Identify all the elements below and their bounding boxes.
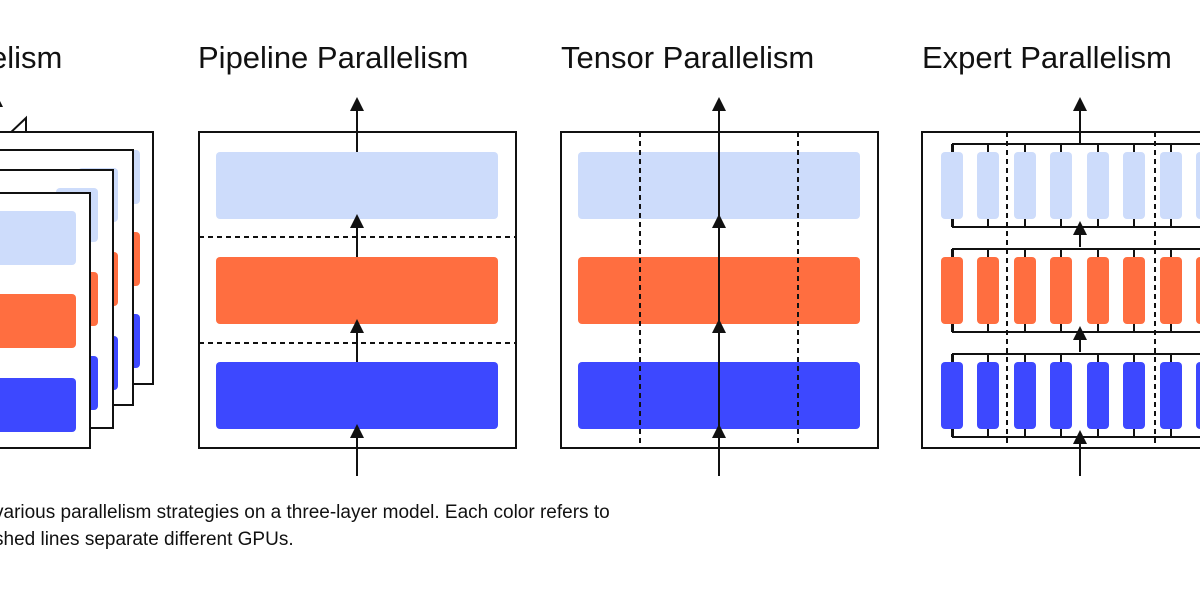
- tensor-parallelism-panel: [560, 97, 879, 476]
- expert-bottom-2: [977, 362, 999, 429]
- pipeline-layer-top: [216, 152, 498, 219]
- expert-top-3: [1014, 152, 1036, 219]
- expert-top-1: [941, 152, 963, 219]
- expert-bottom-3: [1014, 362, 1036, 429]
- data-parallelism-panel: [0, 93, 154, 449]
- data-layer-top: [0, 211, 76, 265]
- pipeline-layer-bottom: [216, 362, 498, 429]
- title-data-parallelism: elism: [0, 40, 62, 75]
- pipeline-parallelism-panel: [198, 97, 517, 476]
- expert-bottom-7: [1160, 362, 1182, 429]
- expert-top-4: [1050, 152, 1072, 219]
- expert-parallelism-panel: [921, 97, 1200, 476]
- pipeline-layer-middle: [216, 257, 498, 324]
- expert-middle-2: [977, 257, 999, 324]
- expert-top-8: [1196, 152, 1200, 219]
- expert-middle-5: [1087, 257, 1109, 324]
- expert-bottom-4: [1050, 362, 1072, 429]
- expert-middle-6: [1123, 257, 1145, 324]
- expert-bottom-8: [1196, 362, 1200, 429]
- title-pipeline-parallelism: Pipeline Parallelism: [198, 40, 469, 75]
- expert-middle-4: [1050, 257, 1072, 324]
- expert-middle-1: [941, 257, 963, 324]
- expert-bottom-1: [941, 362, 963, 429]
- caption-line-2: shed lines separate different GPUs.: [0, 529, 294, 550]
- expert-top-6: [1123, 152, 1145, 219]
- data-card-front: [0, 192, 91, 449]
- expert-middle-3: [1014, 257, 1036, 324]
- title-expert-parallelism: Expert Parallelism: [922, 40, 1172, 75]
- expert-middle-7: [1160, 257, 1182, 324]
- figure-caption: various parallelism strategies on a thre…: [0, 499, 754, 553]
- caption-line-1: various parallelism strategies on a thre…: [0, 502, 610, 523]
- data-layer-bottom: [0, 378, 76, 432]
- expert-top-5: [1087, 152, 1109, 219]
- expert-middle-8: [1196, 257, 1200, 324]
- data-layer-middle: [0, 294, 76, 348]
- expert-top-2: [977, 152, 999, 219]
- title-tensor-parallelism: Tensor Parallelism: [561, 40, 814, 75]
- expert-bottom-5: [1087, 362, 1109, 429]
- expert-bottom-6: [1123, 362, 1145, 429]
- expert-top-7: [1160, 152, 1182, 219]
